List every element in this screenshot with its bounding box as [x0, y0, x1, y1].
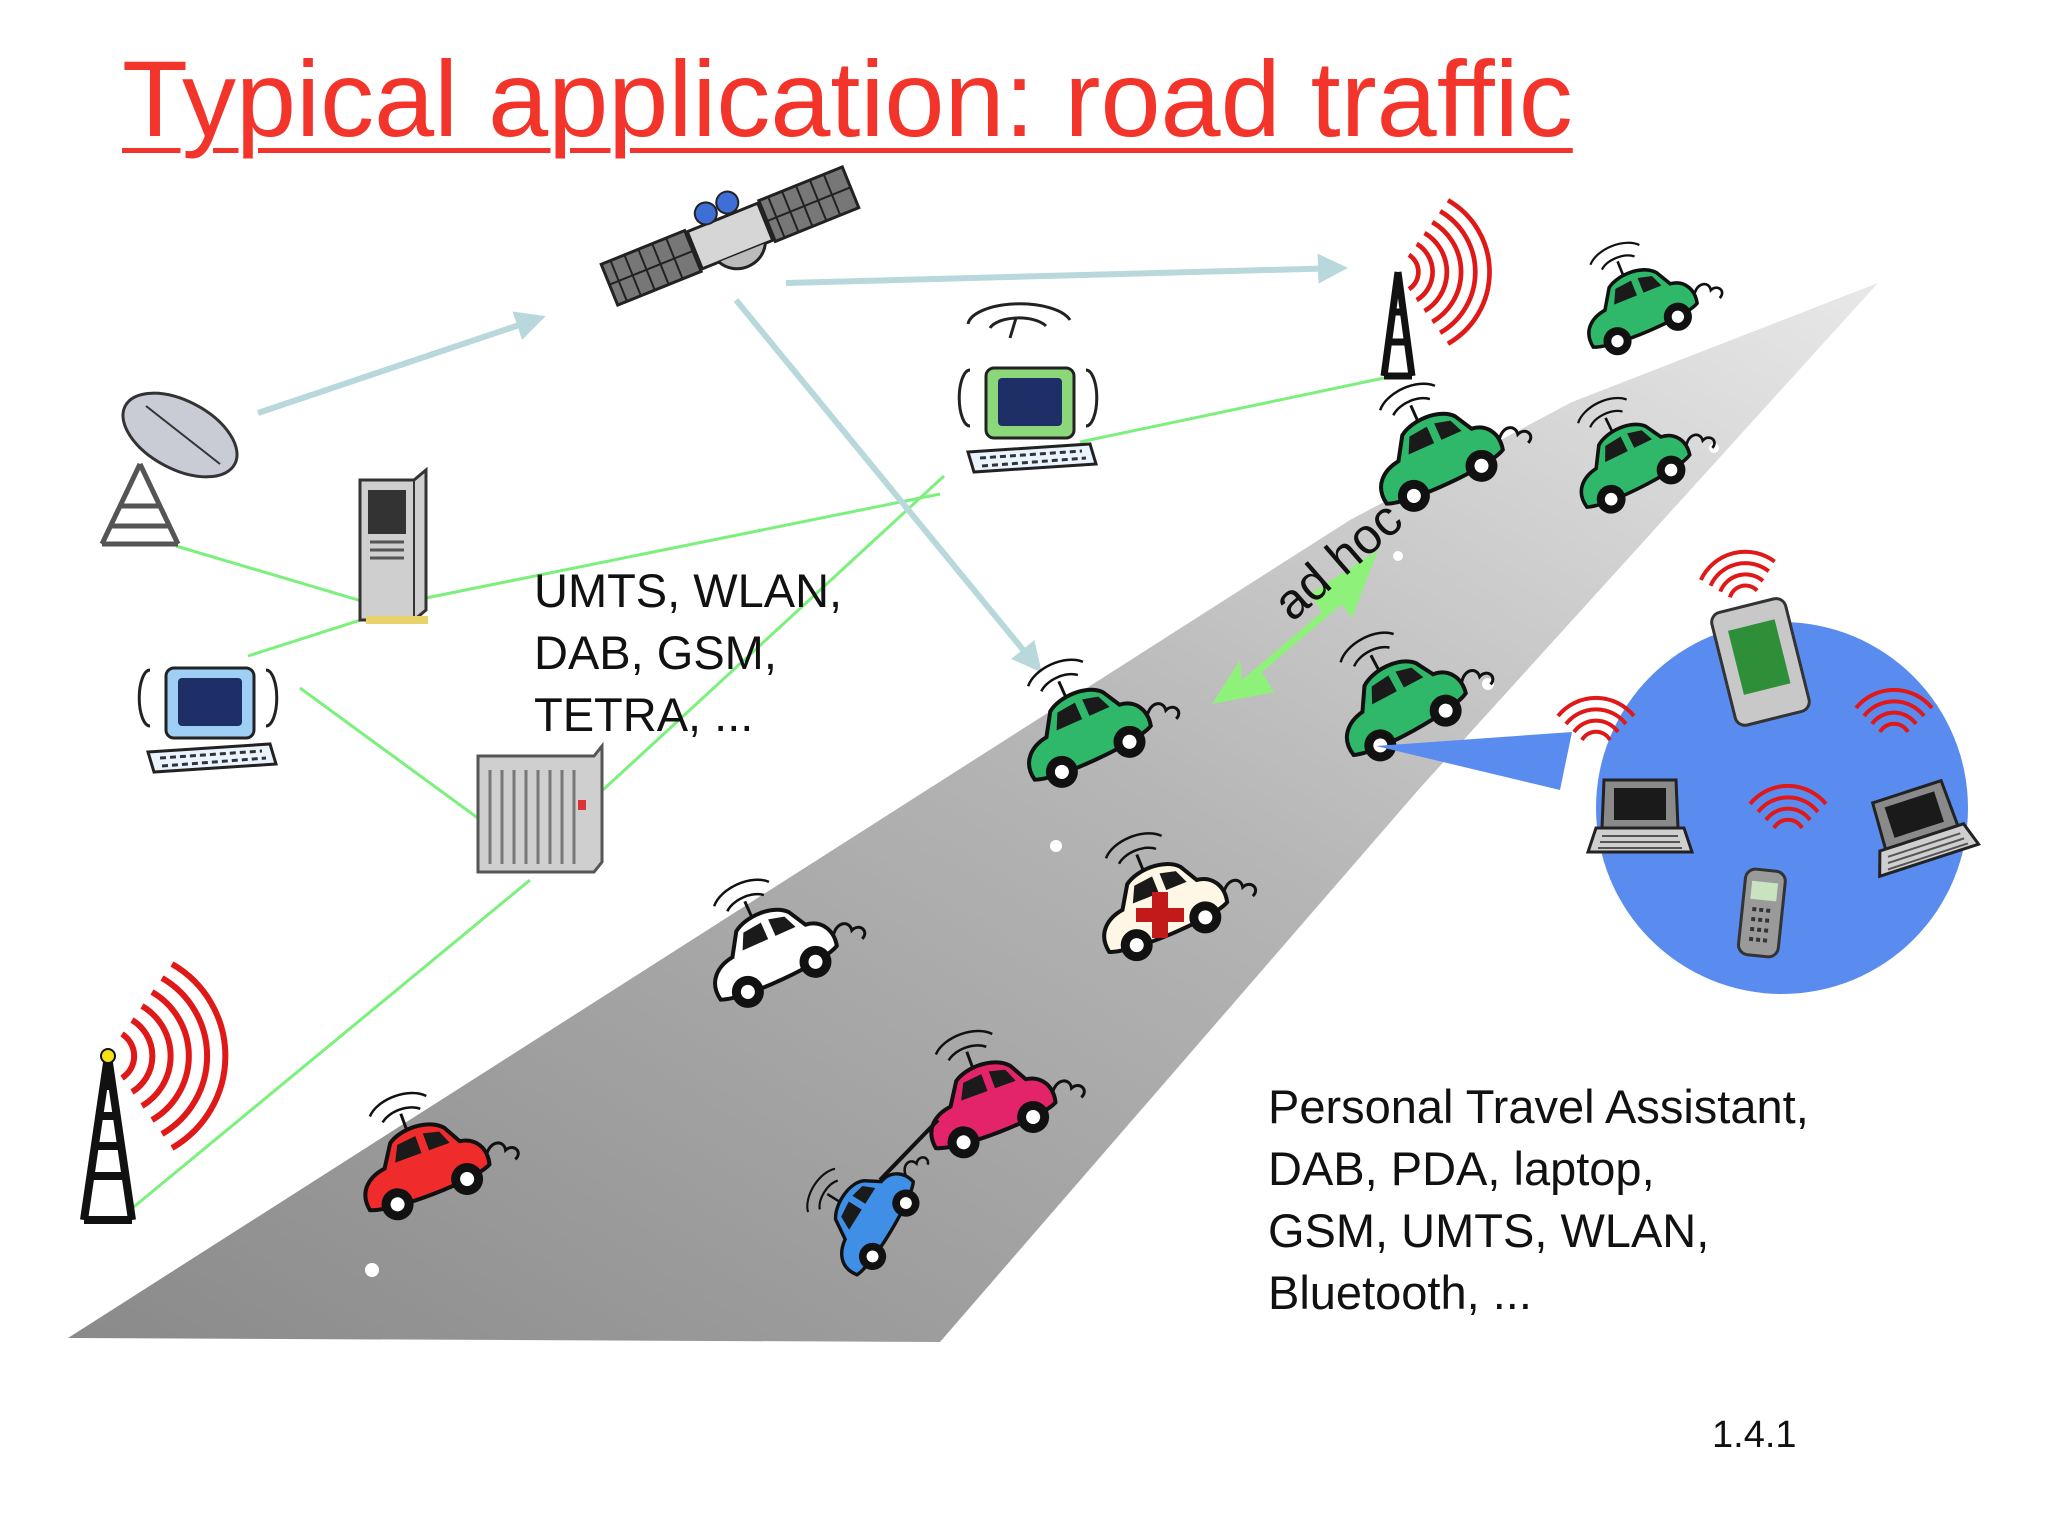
radio-tower-icon — [1380, 200, 1490, 380]
computer-icon — [137, 666, 279, 774]
pta-line-2: DAB, PDA, laptop, — [1268, 1142, 1655, 1195]
server-tower-icon — [358, 466, 428, 624]
equipment-rack-icon — [476, 741, 604, 874]
ambulance-icon — [1069, 798, 1267, 973]
networks-line-1: UMTS, WLAN, — [534, 564, 843, 617]
satellite-arrows — [257, 253, 1348, 673]
satellite-dish-icon — [99, 391, 239, 547]
pta-line-1: Personal Travel Assistant, — [1268, 1080, 1809, 1133]
networks-line-2: DAB, GSM, — [534, 626, 777, 679]
pda-icon — [1694, 542, 1811, 727]
bubble-pointer — [1376, 732, 1572, 790]
personal-travel-assistant-list: Personal Travel Assistant, DAB, PDA, lap… — [1268, 1076, 1809, 1324]
networks-line-3: TETRA, ... — [534, 688, 754, 741]
road — [68, 283, 1878, 1342]
laptop-icon — [1586, 778, 1694, 854]
pta-line-4: Bluetooth, ... — [1268, 1266, 1532, 1319]
networks-list: UMTS, WLAN, DAB, GSM, TETRA, ... — [534, 560, 842, 746]
computer-icon — [957, 366, 1099, 474]
wired-links — [129, 376, 1385, 1212]
car-icon — [1558, 212, 1732, 366]
satellite-icon — [599, 164, 861, 308]
radio-tower-icon — [80, 964, 225, 1224]
slide-number: 1.4.1 — [1712, 1414, 1797, 1456]
adhoc-double-arrow — [1212, 550, 1378, 704]
pta-line-3: GSM, UMTS, WLAN, — [1268, 1204, 1710, 1257]
slide-title: Typical application: road traffic — [122, 38, 1573, 159]
mobile-phone-icon — [1737, 867, 1787, 959]
